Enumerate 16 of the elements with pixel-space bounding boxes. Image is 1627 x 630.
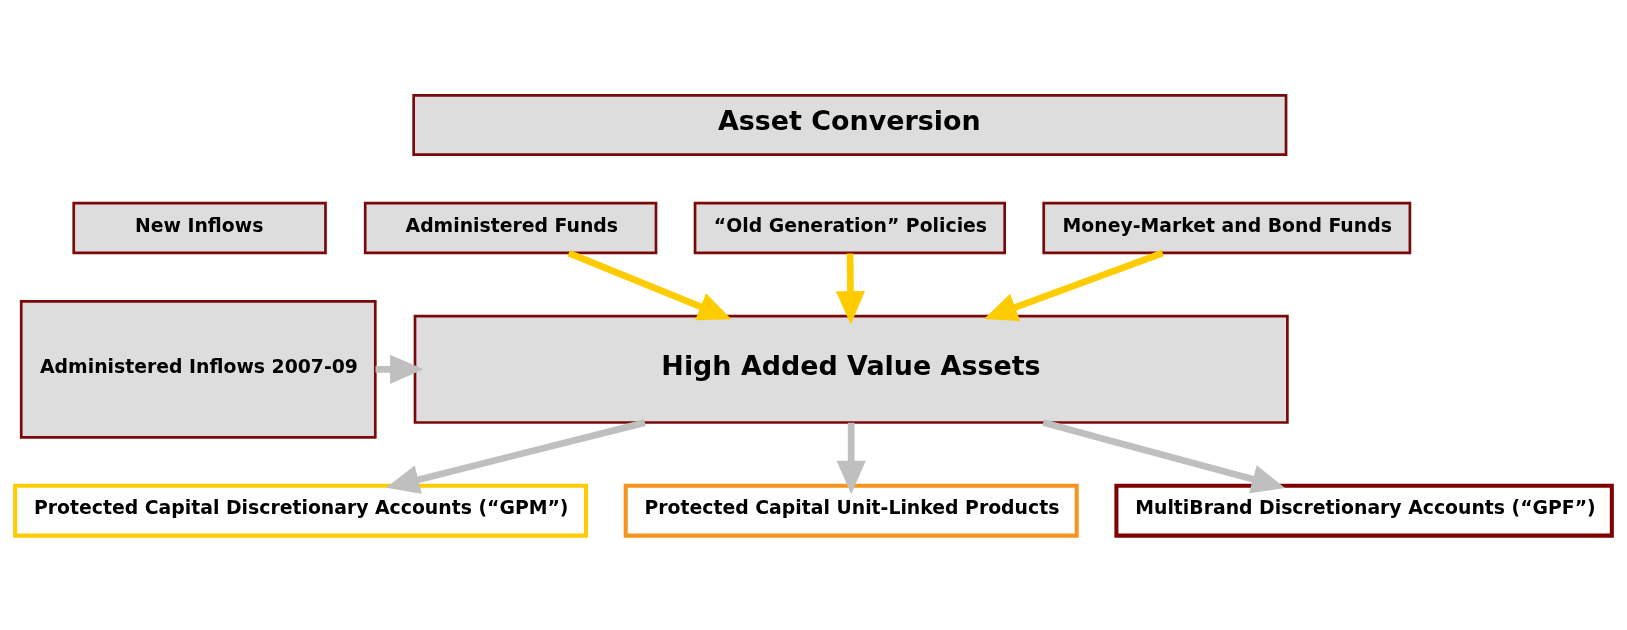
node-box: New Inflows (72, 201, 327, 254)
node-box: Protected Capital Discretionary Accounts (“GPM”) (13, 483, 588, 538)
node-box: High Added Value Assets (413, 314, 1289, 424)
arrow (386, 418, 646, 494)
node-box: “Old Generation” Policies (693, 201, 1006, 254)
node-box: Administered Inflows 2007-09 (19, 299, 377, 439)
arrow (1042, 418, 1286, 493)
arrow (836, 422, 866, 494)
node-box: Money-Market and Bond Funds (1042, 201, 1412, 254)
arrow (983, 249, 1164, 321)
node-box: MultiBrand Discretionary Accounts (“GPF”) (1114, 483, 1614, 538)
arrow (835, 252, 866, 324)
node-box: Protected Capital Unit-Linked Products (623, 483, 1079, 538)
node-box: Asset Conversion (412, 93, 1288, 156)
node-box: Administered Funds (363, 201, 658, 254)
arrow (567, 249, 732, 320)
